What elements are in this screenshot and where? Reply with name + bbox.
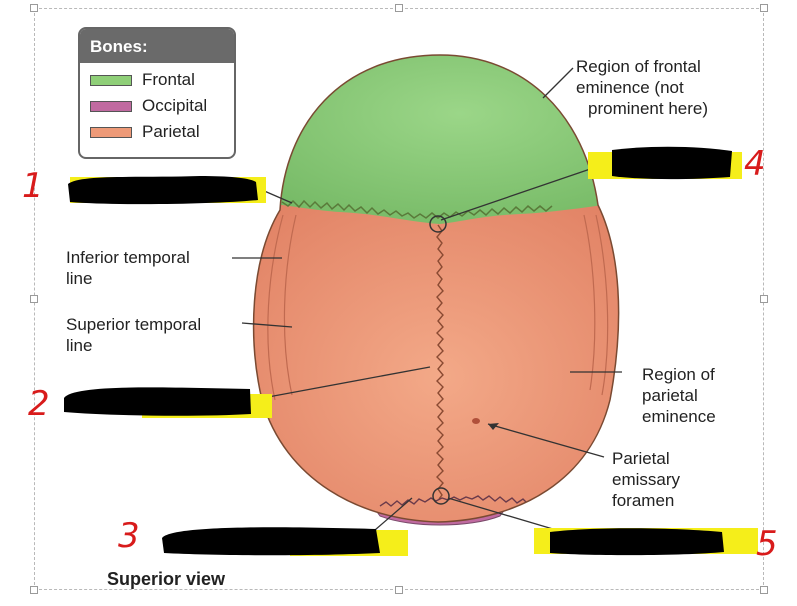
view-caption: Superior view [107,569,226,589]
legend-swatch-parietal [90,126,132,138]
lambda-circle [432,487,450,505]
resize-handle-middle-right[interactable] [760,295,768,303]
leader-label-3 [374,497,413,531]
legend-item-frontal: Frontal [80,67,234,93]
redacted-label-5 [534,528,758,556]
handwritten-number-2: 2 [28,384,50,424]
sagittal-suture [436,224,444,500]
leader-label-4 [440,164,603,221]
handwritten-number-3: 3 [118,516,140,556]
redacted-label-3 [162,527,408,556]
label-parietal-emissary-foramen: Parietal emissary foramen [612,449,681,510]
redacted-label-2 [64,387,272,418]
parietal-emissary-foramen-dot [472,418,480,424]
skull-outline [252,54,620,523]
leader-label-1 [261,189,293,204]
leader-label-2 [251,366,431,401]
resize-handle-middle-left[interactable] [30,295,38,303]
leader-label-5 [447,497,564,533]
lambdoid-suture [379,495,529,507]
parietal-bone [253,190,619,522]
redacted-label-4 [588,146,742,180]
redacted-label-1 [68,176,266,205]
resize-handle-top-center[interactable] [395,4,403,12]
label-superior-temporal-line: Superior temporal line [66,315,202,355]
leader-emissary-foramen [487,423,605,458]
resize-handle-bottom-right[interactable] [760,586,768,594]
bregma-circle [429,215,447,233]
legend-item-parietal: Parietal [80,119,234,145]
bones-legend: Bones: Frontal Occipital Parietal [78,27,236,159]
handwritten-number-5: 5 [756,524,778,564]
resize-handle-top-left[interactable] [30,4,38,12]
leader-superior-temporal [241,322,293,328]
resize-handle-bottom-center[interactable] [395,586,403,594]
legend-item-occipital: Occipital [80,93,234,119]
leader-frontal-eminence [542,67,574,99]
legend-label-occipital: Occipital [142,96,208,115]
legend-label-parietal: Parietal [142,122,200,141]
legend-title: Bones: [80,29,234,63]
label-parietal-eminence: Region of parietal eminence [642,365,716,426]
label-inferior-temporal-line: Inferior temporal line [66,248,190,288]
resize-handle-bottom-left[interactable] [30,586,38,594]
label-frontal-eminence: Region of frontal eminence (not prominen… [576,57,709,118]
handwritten-number-1: 1 [22,166,44,206]
resize-handle-top-right[interactable] [760,4,768,12]
handwritten-number-4: 4 [744,144,766,184]
coronal-suture [281,199,553,219]
inferior-temporal-line-shape [267,214,284,401]
legend-swatch-frontal [90,74,132,86]
legend-label-frontal: Frontal [142,70,195,89]
legend-swatch-occipital [90,100,132,112]
superior-temporal-line-shape [283,214,297,396]
